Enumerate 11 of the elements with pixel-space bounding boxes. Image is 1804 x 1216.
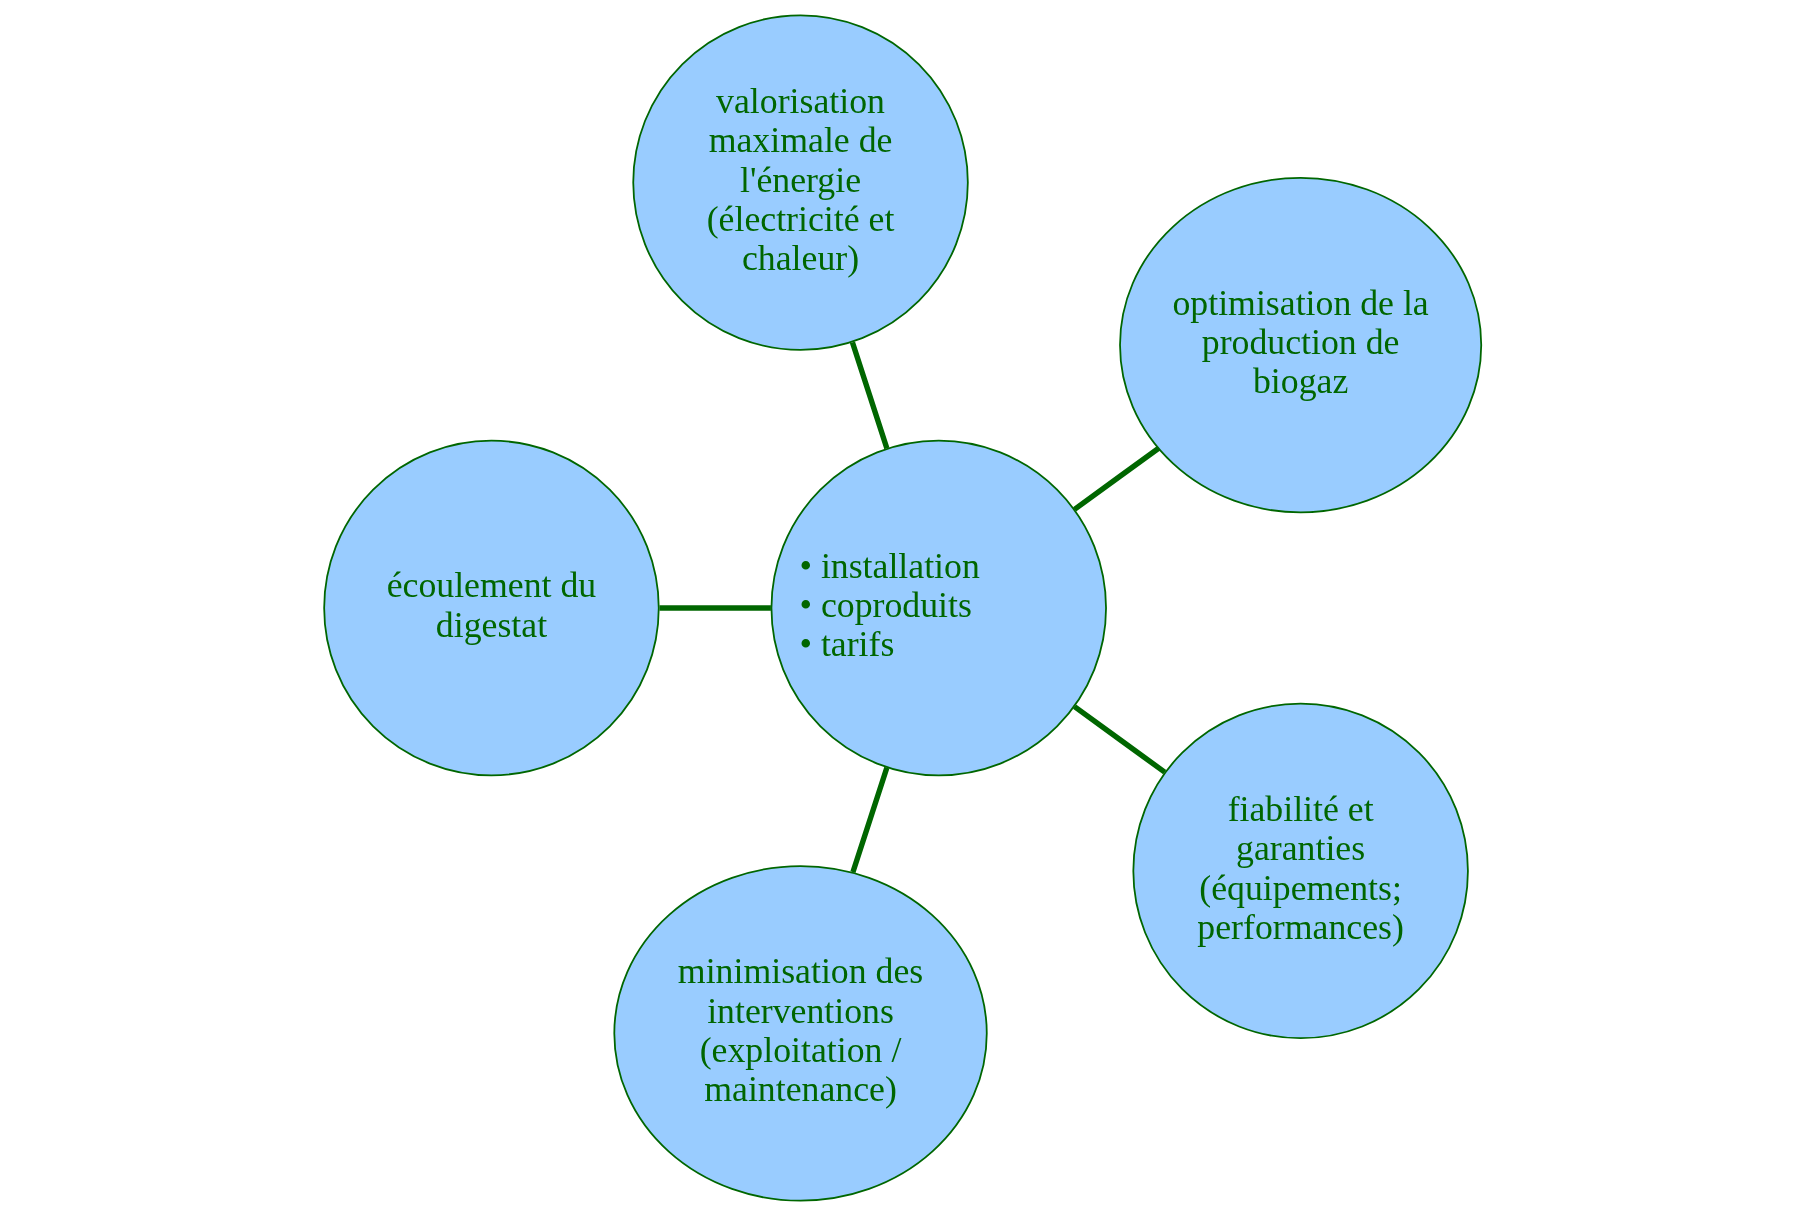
node-circle: • installation • coproduits • tarifs [770, 439, 1107, 777]
connector [849, 341, 889, 450]
connector [849, 766, 889, 874]
node-ellipse: minimisation des interventions (exploitation / maintenance) [612, 865, 988, 1202]
node-circle: valorisation maximale de l'énergie (électricité et chaleur) [631, 14, 969, 351]
node-circle: optimisation de la production de biogaz [1118, 176, 1482, 514]
node-circle: écoulement du digestat [322, 439, 660, 777]
connector [659, 605, 771, 611]
connector [1072, 704, 1166, 775]
connector [1072, 446, 1160, 512]
node-circle: fiabilité et garanties (équipements; performances) [1131, 702, 1469, 1040]
